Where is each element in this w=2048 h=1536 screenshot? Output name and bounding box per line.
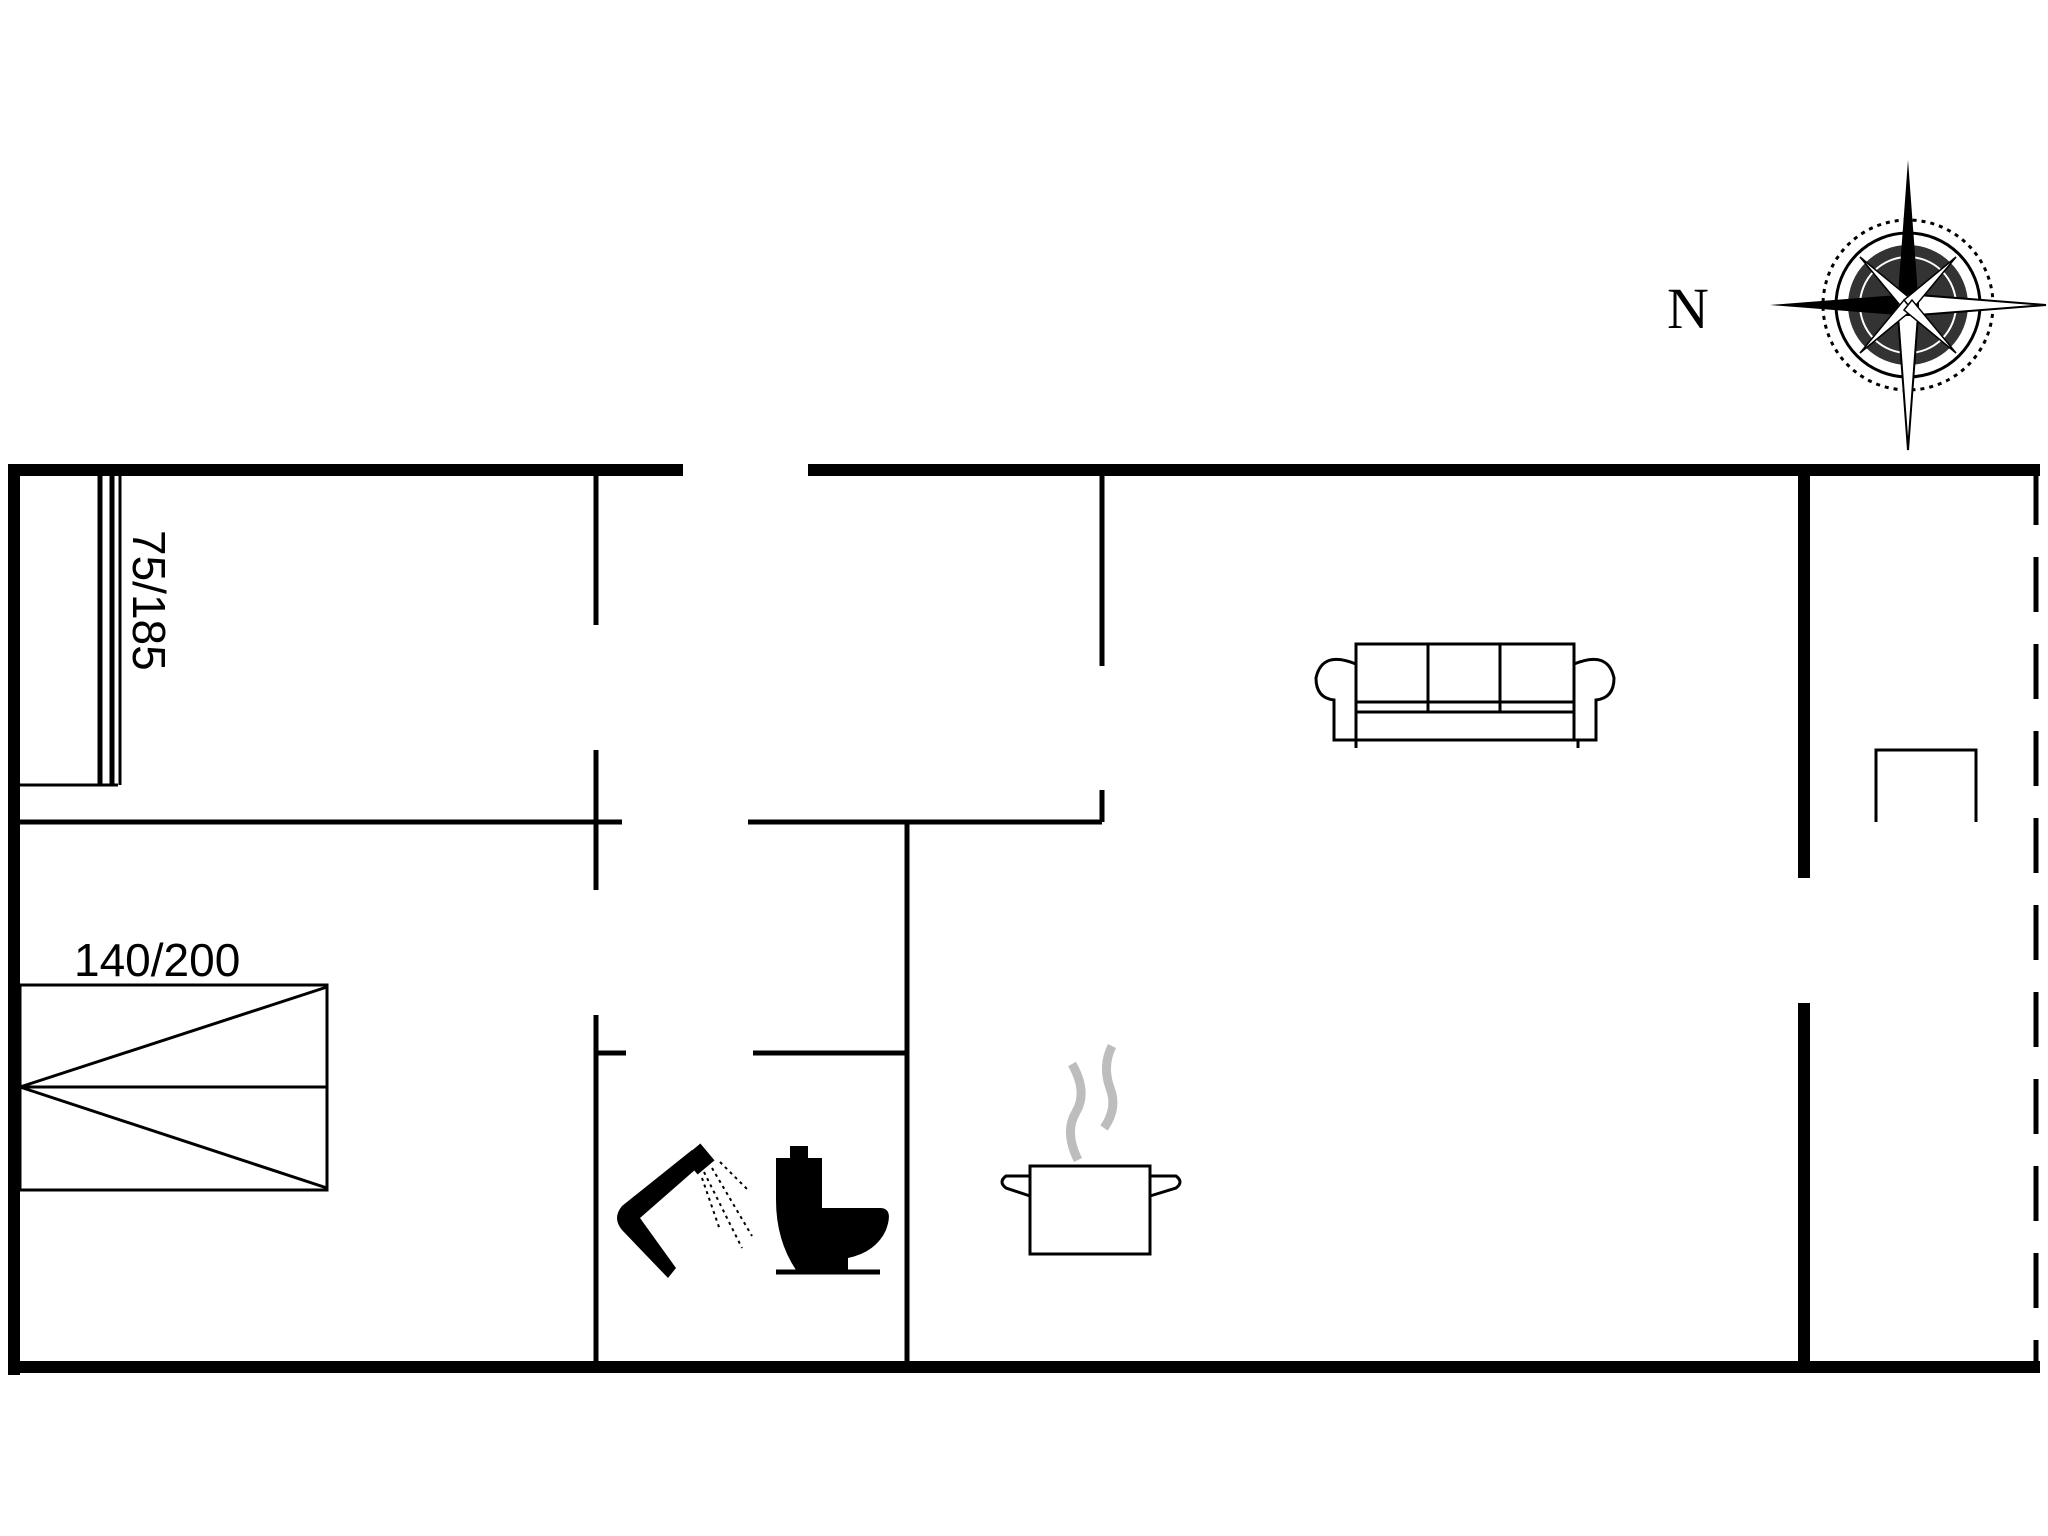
table-icon [1874, 748, 1978, 822]
compass-rose-icon [1770, 160, 2047, 451]
north-label: N [1667, 276, 1709, 341]
single-bed [20, 476, 122, 787]
double-bed [18, 983, 329, 1192]
bed-size-label: 140/200 [74, 934, 240, 986]
toilet-icon [776, 1146, 889, 1275]
bed-size-label: 75/185 [123, 530, 175, 671]
exterior-walls [8, 464, 2040, 1375]
interior-walls [20, 476, 1810, 1362]
shower-icon [617, 1143, 753, 1278]
cooking-pot-icon [1000, 1043, 1182, 1256]
sofa-icon [1314, 642, 1616, 748]
